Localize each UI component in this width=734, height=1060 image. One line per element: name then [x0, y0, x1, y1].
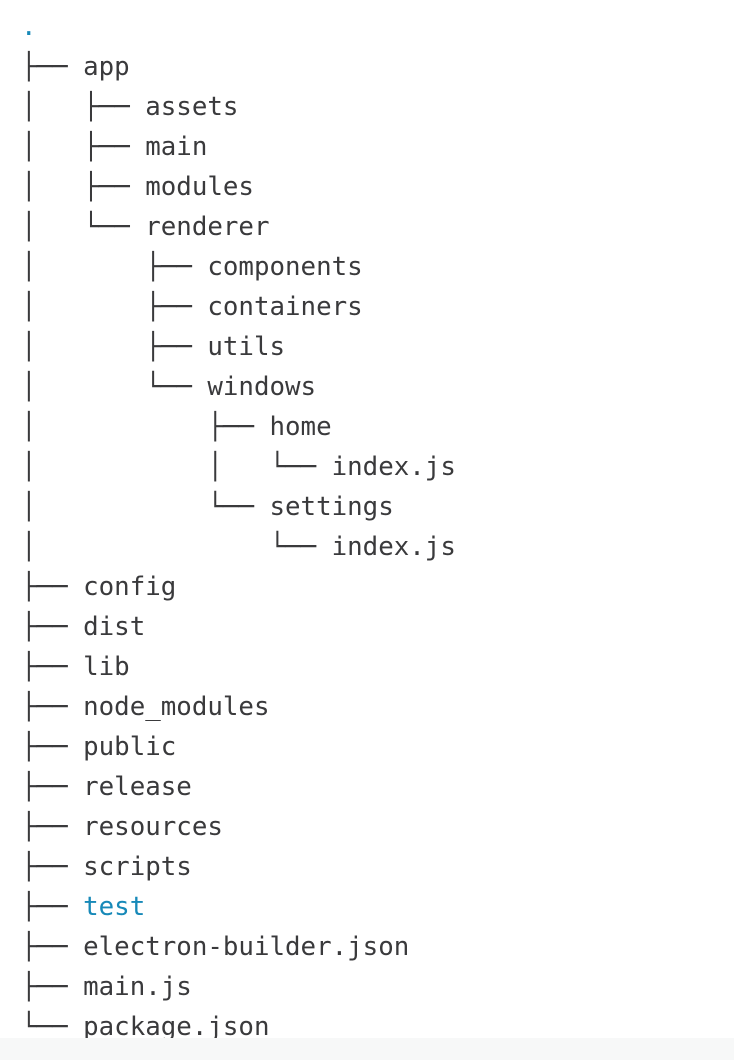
tree-branch-glyphs: ├── [21, 812, 84, 842]
tree-row: ├── lib [21, 647, 734, 687]
tree-entry-name: release [83, 772, 192, 802]
tree-row: └── package.json [21, 1007, 734, 1047]
tree-branch-glyphs: │ ├── [21, 92, 146, 122]
tree-branch-glyphs: ├── [21, 652, 84, 682]
tree-entry-name: containers [207, 292, 363, 322]
tree-branch-glyphs: │ └── [21, 532, 332, 562]
tree-row: ├── scripts [21, 847, 734, 887]
tree-row: │ ├── modules [21, 167, 734, 207]
tree-entry-name: node_modules [83, 692, 270, 722]
tree-branch-glyphs: │ ├── [21, 132, 146, 162]
tree-branch-glyphs: │ └── [21, 372, 208, 402]
tree-entry-link[interactable]: test [83, 892, 146, 922]
tree-row: ├── resources [21, 807, 734, 847]
tree-branch-glyphs: ├── [21, 52, 84, 82]
tree-branch-glyphs: │ ├── [21, 172, 146, 202]
tree-row: │ ├── containers [21, 287, 734, 327]
tree-row: │ ├── home [21, 407, 734, 447]
tree-branch-glyphs: │ ├── [21, 412, 270, 442]
tree-entry-name: lib [83, 652, 130, 682]
tree-entry-name: electron-builder.json [83, 932, 410, 962]
tree-row: │ ├── components [21, 247, 734, 287]
tree-branch-glyphs: ├── [21, 572, 84, 602]
tree-entry-name: utils [207, 332, 286, 362]
tree-row: ├── node_modules [21, 687, 734, 727]
tree-entry-name: dist [83, 612, 146, 642]
tree-row: ├── public [21, 727, 734, 767]
tree-branch-glyphs: ├── [21, 852, 84, 882]
tree-entry-name: index.js [331, 532, 456, 562]
tree-row: │ └── settings [21, 487, 734, 527]
tree-row: ├── config [21, 567, 734, 607]
tree-row: │ └── windows [21, 367, 734, 407]
tree-entry-name: app [83, 52, 130, 82]
tree-branch-glyphs: ├── [21, 692, 84, 722]
tree-entry-link[interactable]: . [21, 12, 37, 42]
tree-entry-name: public [83, 732, 177, 762]
tree-branch-glyphs: ├── [21, 612, 84, 642]
tree-branch-glyphs: │ ├── [21, 252, 208, 282]
tree-entry-name: modules [145, 172, 254, 202]
tree-row: │ └── renderer [21, 207, 734, 247]
tree-row: ├── dist [21, 607, 734, 647]
tree-entry-name: windows [207, 372, 317, 402]
tree-entry-name: renderer [145, 212, 270, 242]
tree-branch-glyphs: │ └── [21, 492, 270, 522]
tree-entry-name: scripts [83, 852, 192, 882]
tree-row: ├── main.js [21, 967, 734, 1007]
tree-branch-glyphs: ├── [21, 972, 84, 1002]
tree-row: │ │ └── index.js [21, 447, 734, 487]
tree-row: ├── release [21, 767, 734, 807]
tree-row: │ ├── assets [21, 87, 734, 127]
tree-entry-name: assets [145, 92, 239, 122]
tree-entry-name: main.js [83, 972, 192, 1002]
bottom-strip [0, 1038, 734, 1060]
tree-row: │ └── index.js [21, 527, 734, 567]
tree-entry-name: resources [83, 812, 223, 842]
tree-branch-glyphs: │ ├── [21, 292, 208, 322]
tree-branch-glyphs: └── [21, 1012, 84, 1042]
tree-branch-glyphs: ├── [21, 772, 84, 802]
tree-branch-glyphs: ├── [21, 932, 84, 962]
tree-entry-name: config [83, 572, 177, 602]
tree-branch-glyphs: │ └── [21, 212, 146, 242]
tree-entry-name: home [269, 412, 332, 442]
tree-entry-name: settings [269, 492, 394, 522]
tree-entry-name: package.json [83, 1012, 270, 1042]
tree-row: │ ├── main [21, 127, 734, 167]
tree-branch-glyphs: │ ├── [21, 332, 208, 362]
tree-branch-glyphs: │ │ └── [21, 452, 332, 482]
tree-row: ├── app [21, 47, 734, 87]
tree-branch-glyphs: ├── [21, 732, 84, 762]
tree-branch-glyphs: ├── [21, 892, 84, 922]
tree-row: ├── test [21, 887, 734, 927]
tree-entry-name: main [145, 132, 208, 162]
tree-row: . [21, 7, 734, 47]
tree-entry-name: index.js [331, 452, 456, 482]
tree-row: ├── electron-builder.json [21, 927, 734, 967]
tree-row: │ ├── utils [21, 327, 734, 367]
tree-entry-name: components [207, 252, 363, 282]
